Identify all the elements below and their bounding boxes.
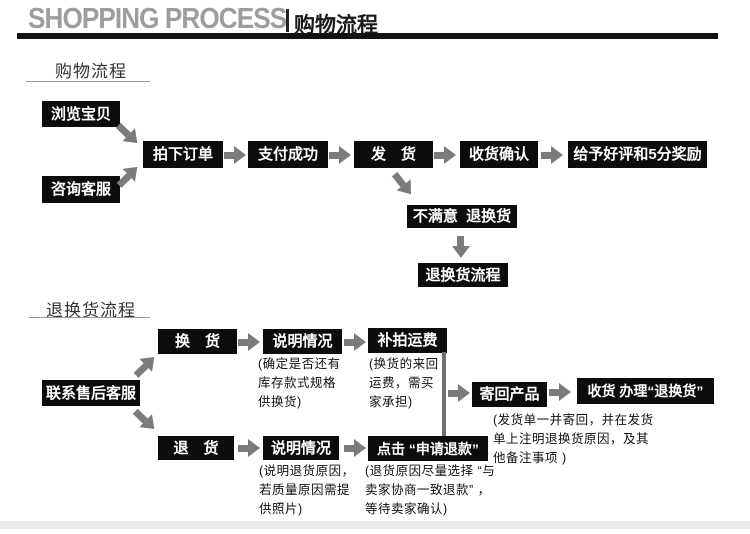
arrow-down-right-icon (129, 404, 161, 436)
step-confirm-receipt: 收货确认 (460, 141, 538, 168)
step-place-order: 拍下订单 (143, 141, 223, 168)
arrow-right-icon (344, 333, 366, 351)
step-return-goods: 退 货 (158, 436, 234, 460)
header-divider (286, 9, 289, 32)
header-rule (17, 33, 718, 39)
step-contact-aftersales: 联系售后客服 (42, 380, 140, 406)
arrow-right-icon (344, 439, 366, 457)
note-shipping-fee: (换货的来回 运费，需买 家承担) (369, 357, 439, 409)
step-receive-process-return: 收货 办理“退换货” (577, 378, 714, 404)
step-explain-return: 说明情况 (263, 436, 339, 460)
bottom-divider (0, 521, 750, 529)
section-underline (26, 81, 150, 82)
step-pay-shipping-fee: 补拍运费 (368, 328, 447, 353)
step-return-exchange-flow: 退换货流程 (418, 263, 508, 287)
step-send-back-product: 寄回产品 (472, 382, 547, 407)
section-underline (29, 317, 150, 318)
arrow-up-right-icon (129, 350, 161, 381)
arrow-right-icon (329, 146, 351, 164)
step-good-review-reward: 给予好评和5分奖励 (568, 141, 707, 168)
step-apply-refund: 点击 “申请退款” (368, 436, 488, 461)
arrow-right-icon (448, 384, 470, 402)
step-explain-exchange: 说明情况 (263, 329, 342, 354)
section-title-shopping: 购物流程 (55, 62, 127, 81)
arrow-right-icon (434, 146, 456, 164)
arrow-right-icon (238, 439, 260, 457)
step-exchange: 换 货 (158, 329, 237, 354)
header-title-cn: 购物流程 (294, 14, 378, 37)
arrow-right-icon (224, 146, 246, 164)
merge-connector-line (442, 352, 446, 436)
step-ship-goods: 发 货 (354, 141, 433, 168)
note-explain-return: (说明退货原因， 若质量原因需提 供照片) (259, 464, 355, 516)
note-send-back: (发货单一并寄回，并在发货 单上注明退换货原因，及其 他备注事项 ) (493, 413, 654, 465)
arrow-down-icon (452, 236, 470, 258)
step-consult-service: 咨询客服 (42, 176, 120, 203)
arrow-right-icon (541, 146, 563, 164)
note-explain-exchange: (确定是否还有 库存款式规格 供换货) (258, 357, 341, 409)
section-title-return: 退换货流程 (46, 301, 136, 320)
step-unsatisfied-return: 不满意 退换货 (407, 205, 517, 228)
note-apply-refund: (退货原因尽量选择 “与 卖家协商一致退款” ， 等待卖家确认) (365, 464, 496, 516)
arrow-right-icon (238, 333, 260, 351)
arrow-down-right-icon (388, 168, 419, 200)
arrow-right-icon (549, 383, 571, 401)
step-browse-items: 浏览宝贝 (42, 101, 120, 127)
header-title-en: SHOPPING PROCESS (28, 3, 287, 35)
step-payment-success: 支付成功 (248, 141, 328, 168)
